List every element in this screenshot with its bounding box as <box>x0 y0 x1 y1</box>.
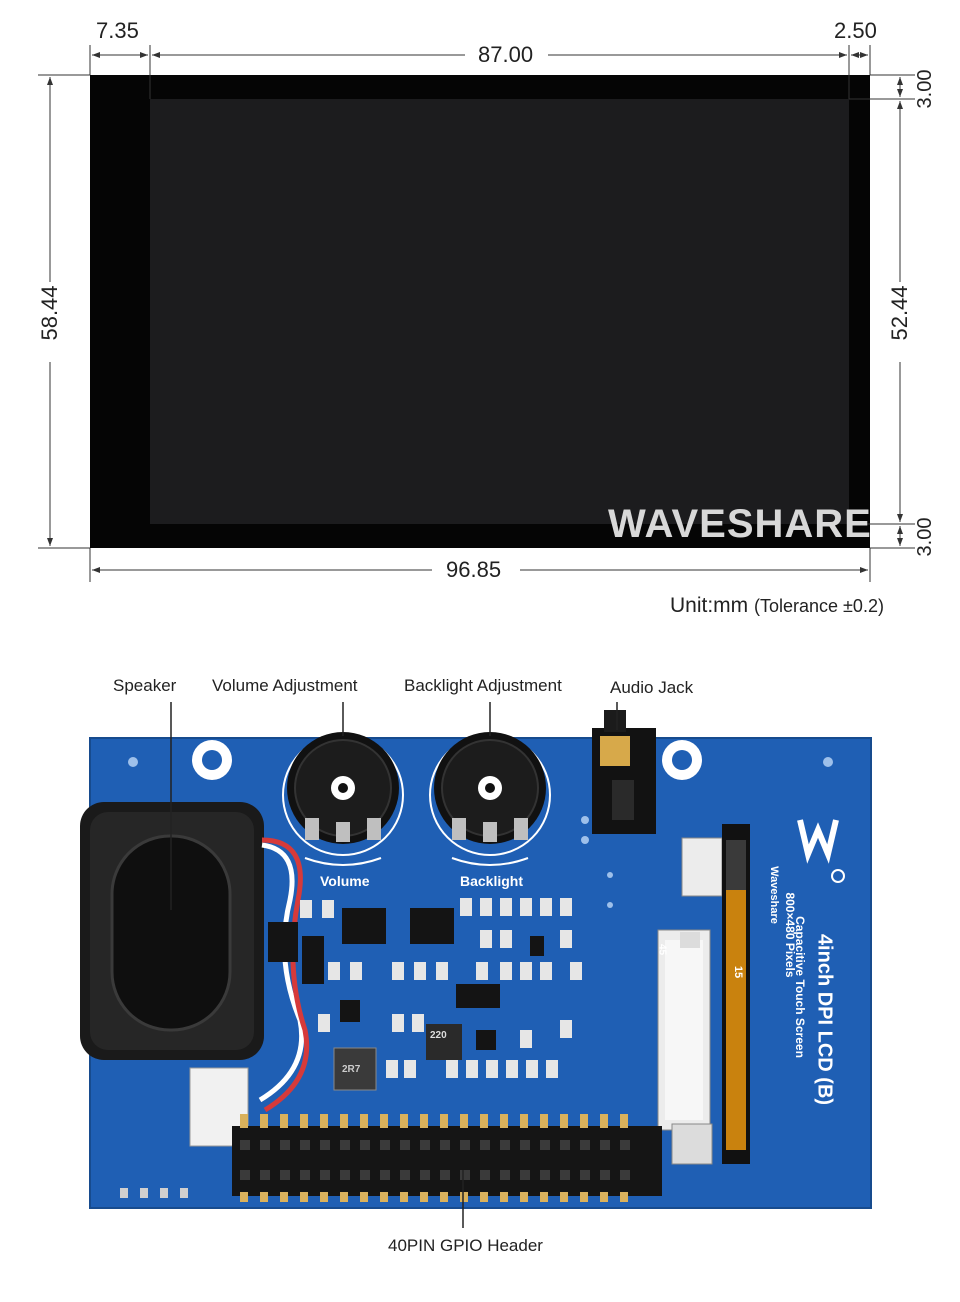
silk-product: 4inch DPI LCD (B) <box>813 933 836 1106</box>
silk-pin15: 15 <box>732 965 744 979</box>
silk-resolution: 800×480 Pixels <box>783 892 797 978</box>
dim-right-bezel: 2.50 <box>834 18 877 43</box>
speaker <box>80 802 264 1060</box>
waveshare-logo <box>797 819 845 883</box>
dim-outer-height: 58.44 <box>37 285 62 341</box>
fpc-connectors <box>657 837 723 1165</box>
mounting-holes <box>192 740 702 780</box>
dim-active-height: 52.44 <box>887 285 912 341</box>
watermark: WAVESHARE <box>608 502 872 546</box>
dim-outer-width: 96.85 <box>446 557 502 582</box>
dim-top-bezel: 3.00 <box>914 69 936 109</box>
gpio-header <box>232 1126 662 1196</box>
label-backlight-adjustment: Backlight Adjustment <box>404 676 562 695</box>
dim-left-bezel: 7.35 <box>96 18 139 43</box>
leader-lines <box>170 702 618 1228</box>
corner-pads <box>120 1188 188 1198</box>
label-speaker: Speaker <box>113 676 177 695</box>
fpc-ribbon <box>722 824 750 1164</box>
silk-volume: Volume <box>320 873 370 889</box>
silk-backlight: Backlight <box>460 873 524 889</box>
volume-knob <box>287 732 399 844</box>
lcd-active-area <box>150 99 849 524</box>
dimension-arrows <box>47 52 903 573</box>
dim-bottom-bezel: 3.00 <box>914 517 936 557</box>
unit-tolerance: (Tolerance ±0.2) <box>754 596 884 616</box>
speaker-wires <box>258 837 310 1113</box>
ics <box>268 908 544 1091</box>
silk-ic: 2R7 <box>342 1064 361 1075</box>
gpio-holes <box>240 1140 630 1180</box>
label-gpio-header: 40PIN GPIO Header <box>388 1236 543 1255</box>
unit-main: Unit:mm <box>670 594 749 617</box>
smd-parts <box>300 898 582 1078</box>
silk-pin45: 45 <box>656 943 668 956</box>
audio-jack <box>592 710 656 834</box>
silk-brand: Waveshare <box>768 866 780 924</box>
backlight-knob <box>434 732 546 844</box>
board-drawing <box>80 702 872 1228</box>
dimension-lines <box>38 45 915 582</box>
label-volume-adjustment: Volume Adjustment <box>212 676 358 695</box>
unit-note: Unit:mm (Tolerance ±0.2) <box>670 594 884 618</box>
vias <box>128 757 833 908</box>
silk-inductor: 220 <box>430 1030 447 1041</box>
label-audio-jack: Audio Jack <box>610 678 694 697</box>
dim-active-width: 87.00 <box>478 42 534 67</box>
dimension-drawing <box>38 45 915 582</box>
gpio-pins <box>240 1114 628 1202</box>
